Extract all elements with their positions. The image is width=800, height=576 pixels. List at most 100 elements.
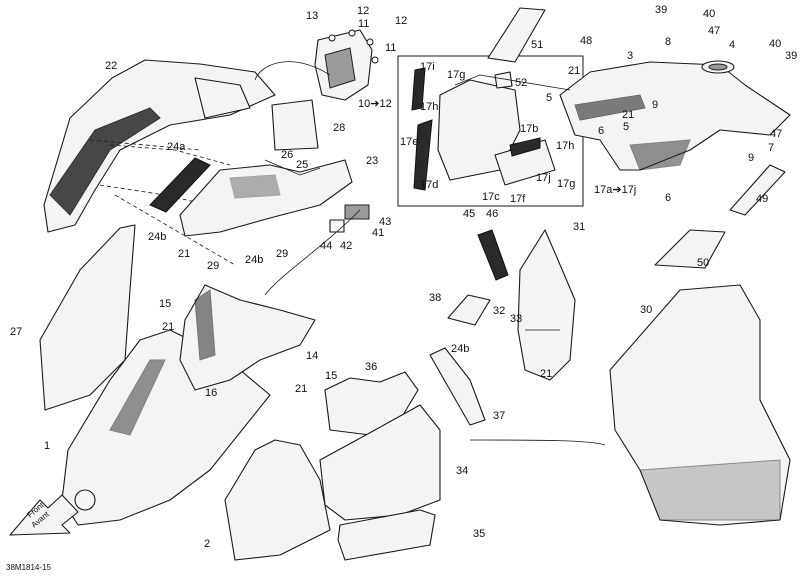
callout: 6 xyxy=(665,192,671,204)
callout: 50 xyxy=(697,257,709,269)
callout: 42 xyxy=(340,240,352,252)
part-28-panel xyxy=(271,99,319,151)
callout: 33 xyxy=(510,313,522,325)
callout: 47 xyxy=(770,128,782,140)
callout: 34 xyxy=(456,465,468,477)
part-27-skirt xyxy=(39,224,136,411)
callout: 17c xyxy=(482,191,500,203)
callout: 24b xyxy=(245,254,263,266)
callout: 5 xyxy=(546,92,552,104)
callout: 23 xyxy=(366,155,378,167)
part-41-connector xyxy=(344,204,370,220)
callout: 52 xyxy=(515,77,527,89)
part-34-panel xyxy=(319,404,441,521)
callout: 44 xyxy=(320,240,332,252)
callout: 7 xyxy=(768,142,774,154)
callout: 39 xyxy=(655,4,667,16)
callout: 25 xyxy=(296,159,308,171)
part-14-bracket xyxy=(179,284,316,391)
part-38-clip xyxy=(447,294,491,326)
callout: 27 xyxy=(10,326,22,338)
callout: 24b xyxy=(148,231,166,243)
callout: 11 xyxy=(385,42,396,54)
callout: 17b xyxy=(520,123,538,135)
callout: 17h xyxy=(556,140,574,152)
callout: 40 xyxy=(769,38,781,50)
callout: 3 xyxy=(627,50,633,62)
part-17-windshield-kit xyxy=(397,55,584,207)
assembly-lines xyxy=(89,61,606,446)
callout: 21 xyxy=(622,109,634,121)
part-30-side-panel xyxy=(609,284,791,526)
callout: 30 xyxy=(640,304,652,316)
callout: 35 xyxy=(473,528,485,540)
callout: 1 xyxy=(44,440,50,452)
part-24a-grille xyxy=(149,157,211,213)
callout: 21 xyxy=(568,65,580,77)
callout: 15 xyxy=(159,298,171,310)
callout: 17d xyxy=(420,179,438,191)
callout: 13 xyxy=(306,10,318,22)
callout: 48 xyxy=(580,35,592,47)
callout: 45 xyxy=(463,208,475,220)
callout: 17f xyxy=(510,193,526,205)
callout: 51 xyxy=(531,39,543,51)
callout: 29 xyxy=(207,260,219,272)
callout: 9 xyxy=(652,99,658,111)
callout: 15 xyxy=(325,370,337,382)
callout: 31 xyxy=(573,221,585,233)
callout: 8 xyxy=(665,36,671,48)
callout: 24b xyxy=(451,343,469,355)
callout: 17e xyxy=(400,136,418,148)
part-42-clip xyxy=(329,219,345,233)
callout: 43 xyxy=(379,216,391,228)
callout: 38 xyxy=(429,292,441,304)
callout: 6 xyxy=(598,125,604,137)
callout: 17h xyxy=(420,101,438,113)
callout: 47 xyxy=(708,25,720,37)
callout: 46 xyxy=(486,208,498,220)
callout: 17i xyxy=(420,61,435,73)
part-22-side-panel xyxy=(43,59,276,233)
callout: 16 xyxy=(205,387,217,399)
callout: 22 xyxy=(105,60,117,72)
callout: 32 xyxy=(493,305,505,317)
callout: 14 xyxy=(306,350,318,362)
part-52-clip xyxy=(494,71,513,89)
callout: 21 xyxy=(540,368,552,380)
callout: 17j xyxy=(536,172,551,184)
callout: 9 xyxy=(748,152,754,164)
callout: 12 xyxy=(395,15,407,27)
callout: 10➔12 xyxy=(358,98,392,110)
part-31-support xyxy=(477,229,576,381)
part-49-strip xyxy=(729,164,786,216)
callout: 29 xyxy=(276,248,288,260)
callout: 37 xyxy=(493,410,505,422)
part-2-deflector xyxy=(224,439,331,561)
callout: 49 xyxy=(756,193,768,205)
part-37-trim xyxy=(429,347,486,426)
callout: 17a➔17j xyxy=(594,184,636,196)
part-23-bracket xyxy=(179,159,353,237)
part-13-mount-bracket xyxy=(314,29,379,101)
callout: 11 xyxy=(358,18,369,30)
callout: 4 xyxy=(729,39,735,51)
part-3-tank-cover xyxy=(559,60,791,171)
callout: 28 xyxy=(333,122,345,134)
callout: 40 xyxy=(703,8,715,20)
callout: 39 xyxy=(785,50,797,62)
drawing-code: 38M1814-15 xyxy=(6,563,51,572)
part-51-trim xyxy=(487,7,546,63)
callout: 41 xyxy=(372,227,384,239)
callout: 2 xyxy=(204,538,210,550)
callout: 17g xyxy=(557,178,575,190)
callout: 21 xyxy=(295,383,307,395)
callout: 21 xyxy=(162,321,174,333)
callout: 12 xyxy=(357,5,369,17)
callout: 17g xyxy=(447,69,465,81)
callout: 24a xyxy=(167,141,186,153)
callout-labels: 13 12 12 11 11 10➔12 22 28 26 25 23 24a … xyxy=(10,4,797,550)
front-arrow-icon: Front Avant xyxy=(9,494,79,536)
callout: 21 xyxy=(178,248,190,260)
